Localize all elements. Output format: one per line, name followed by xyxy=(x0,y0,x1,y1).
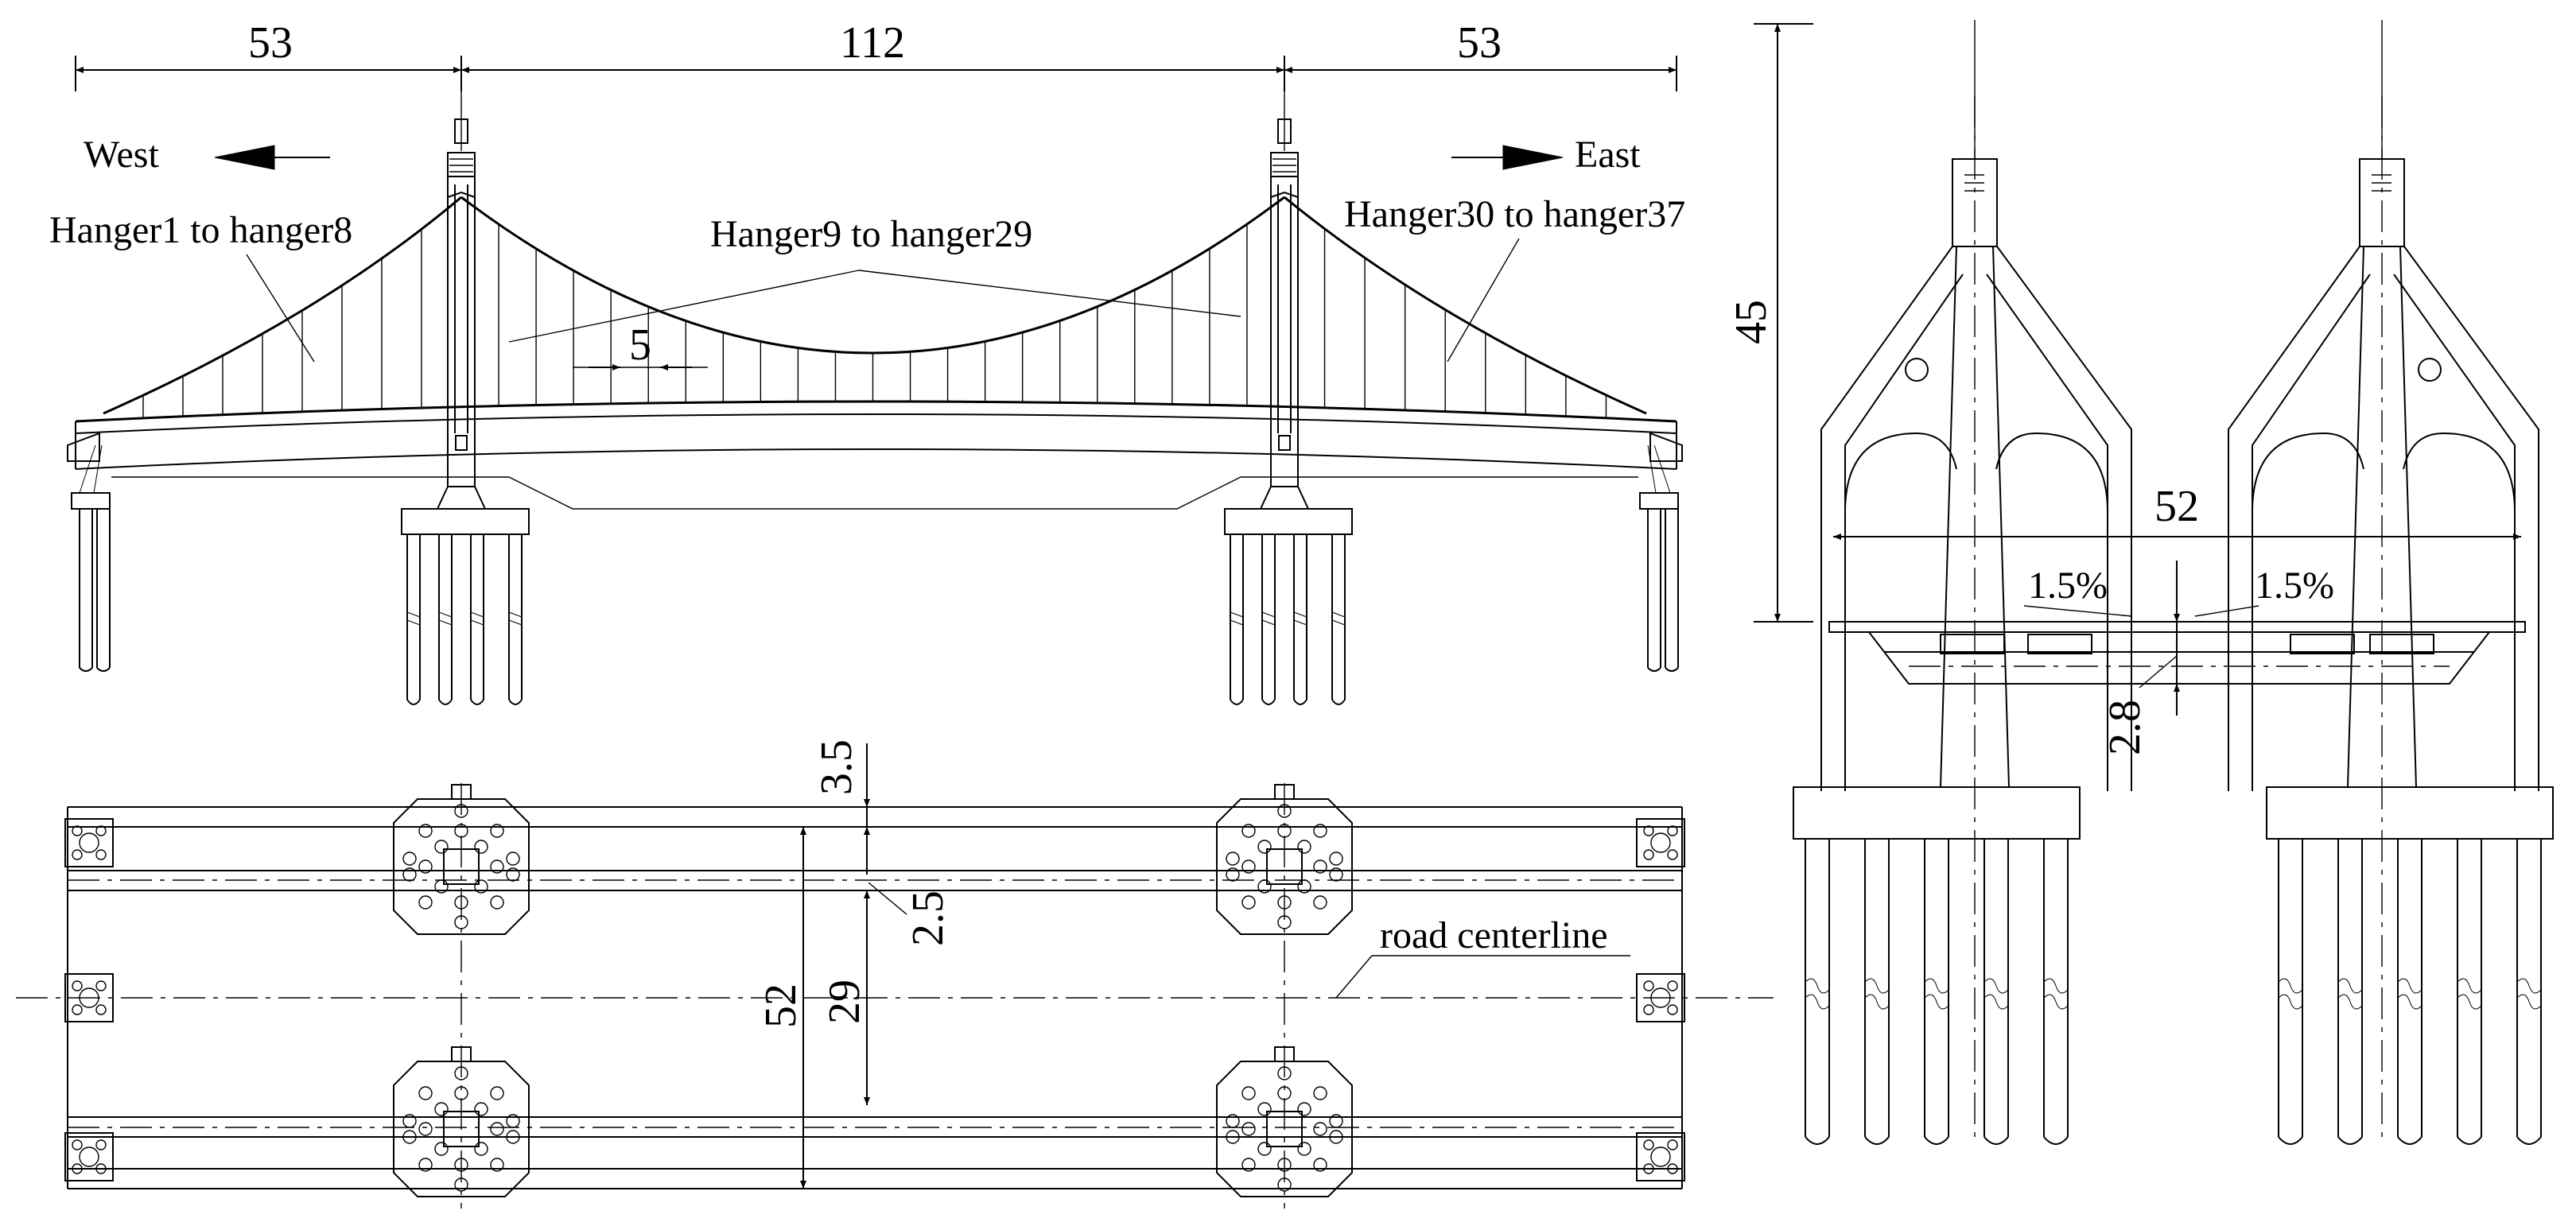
hanger-group-east-label: Hanger30 to hanger37 xyxy=(1344,193,1685,235)
deck-depth-label: 2.8 xyxy=(2100,700,2150,755)
cross-section-piles xyxy=(1805,839,2542,1145)
hanger-spacing-label: 5 xyxy=(629,320,651,370)
east-arrow-icon xyxy=(1451,145,1564,170)
cross-width-label: 52 xyxy=(2154,482,2199,531)
cross-section-view: 45 xyxy=(1727,20,2554,1145)
hanger-group-leaders xyxy=(246,238,1520,363)
deck-depth-dimension: 2.8 xyxy=(2100,561,2195,755)
hangers xyxy=(142,223,1607,418)
plan-abutment xyxy=(1636,973,1685,1022)
plan-abutment xyxy=(64,818,114,867)
tower-foundation-west xyxy=(401,508,530,705)
slope-right-label: 1.5% xyxy=(2255,565,2334,607)
east-label: East xyxy=(1575,134,1641,176)
abutment-west xyxy=(67,432,111,672)
plan-total-width-label: 52 xyxy=(756,984,806,1028)
road-centerline-label: road centerline xyxy=(1380,914,1608,956)
tower-foundation-east xyxy=(1224,508,1353,705)
plan-view: road centerline 52 29 3.5 2.5 xyxy=(16,739,1774,1209)
hanger-group-main-label: Hanger9 to hanger29 xyxy=(710,213,1032,255)
slope-left-label: 1.5% xyxy=(2028,565,2108,607)
span-west-label: 53 xyxy=(248,18,293,68)
hanger-spacing-dimension: 5 xyxy=(573,320,708,371)
tower-east xyxy=(1260,56,1309,510)
slope-right-line xyxy=(2194,605,2259,617)
plan-abutment xyxy=(64,973,114,1022)
tower-height-label: 45 xyxy=(1727,300,1776,344)
plan-footings xyxy=(64,784,1685,1197)
plan-abutment xyxy=(64,1132,114,1181)
bridge-deck xyxy=(75,400,1677,510)
plan-tower-footing xyxy=(393,1046,530,1197)
plan-tower-footing xyxy=(1216,1046,1353,1197)
plan-inner-width-label: 29 xyxy=(820,980,869,1024)
plan-abutment xyxy=(1636,818,1685,867)
plan-abutment xyxy=(1636,1132,1685,1181)
plan-top-dimension-label: 3.5 xyxy=(812,739,861,795)
span-main-label: 112 xyxy=(840,18,905,68)
plan-dimensions: 52 29 3.5 2.5 xyxy=(756,739,953,1189)
cross-tower-right xyxy=(2228,20,2554,1137)
tower-height-dimension: 45 xyxy=(1727,23,1813,623)
span-east-label: 53 xyxy=(1457,18,1502,68)
cross-width-dimension: 52 xyxy=(1833,482,2521,540)
cross-tower-left xyxy=(1793,20,2132,1137)
plan-tower-footing xyxy=(1216,784,1353,935)
slope-left-line xyxy=(2023,605,2132,617)
west-arrow-icon xyxy=(214,145,330,170)
hanger-group-west-label: Hanger1 to hanger8 xyxy=(49,209,352,251)
west-label: West xyxy=(84,134,159,176)
tower-west xyxy=(437,56,486,510)
span-dimension: 53 112 53 xyxy=(75,18,1677,91)
abutment-east xyxy=(1639,432,1683,672)
plan-tower-footing xyxy=(393,784,530,935)
elevation-view: 53 112 53 West East Hanger1 to hanger8 H… xyxy=(49,18,1685,705)
plan-offset-label: 2.5 xyxy=(903,890,953,946)
main-cable xyxy=(103,196,1647,415)
